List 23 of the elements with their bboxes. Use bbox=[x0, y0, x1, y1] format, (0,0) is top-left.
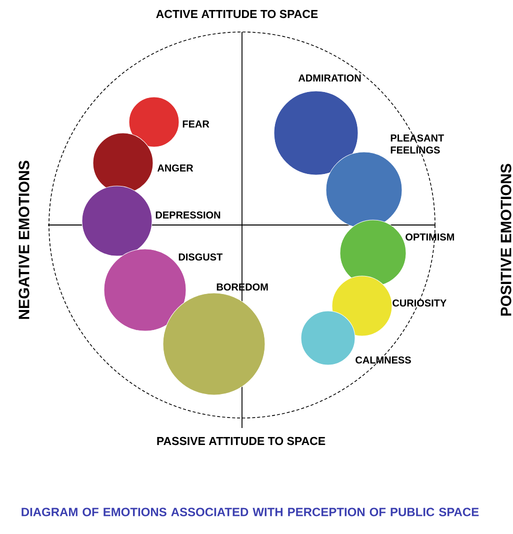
emotion-bubble bbox=[332, 276, 392, 336]
emotion-bubble bbox=[274, 90, 358, 176]
emotion-label: DISGUST bbox=[178, 253, 223, 261]
emotion-label: OPTIMISM bbox=[406, 233, 454, 241]
emotion-label: PLEASANT FEELINGS bbox=[390, 134, 444, 154]
axis-label: NEGATIVE EMOTIONS bbox=[18, 160, 30, 319]
emotion-label: ADMIRATION bbox=[298, 74, 361, 82]
emotion-bubble bbox=[92, 132, 154, 194]
emotion-bubble bbox=[326, 152, 402, 228]
emotion-bubble bbox=[128, 96, 180, 148]
axis-label: ACTIVE ATTITUDE TO SPACE bbox=[156, 10, 318, 18]
caption: DIAGRAM OF EMOTIONS ASSOCIATED WITH PERCEPTION OF PUBLIC SPACE bbox=[22, 508, 479, 516]
axis-label: PASSIVE ATTITUDE TO SPACE bbox=[157, 436, 326, 446]
emotion-bubble bbox=[82, 186, 152, 256]
emotion-label: CALMNESS bbox=[356, 356, 411, 364]
emotion-label: DEPRESSION bbox=[156, 211, 220, 219]
emotion-label: FEAR bbox=[182, 120, 210, 128]
emotion-label: CURIOSITY bbox=[392, 299, 446, 307]
emotion-bubble bbox=[162, 292, 266, 396]
emotion-bubble bbox=[300, 310, 356, 366]
emotion-bubble bbox=[340, 220, 406, 286]
emotion-label: ANGER bbox=[157, 164, 194, 172]
axis-label: POSITIVE EMOTIONS bbox=[500, 164, 512, 316]
